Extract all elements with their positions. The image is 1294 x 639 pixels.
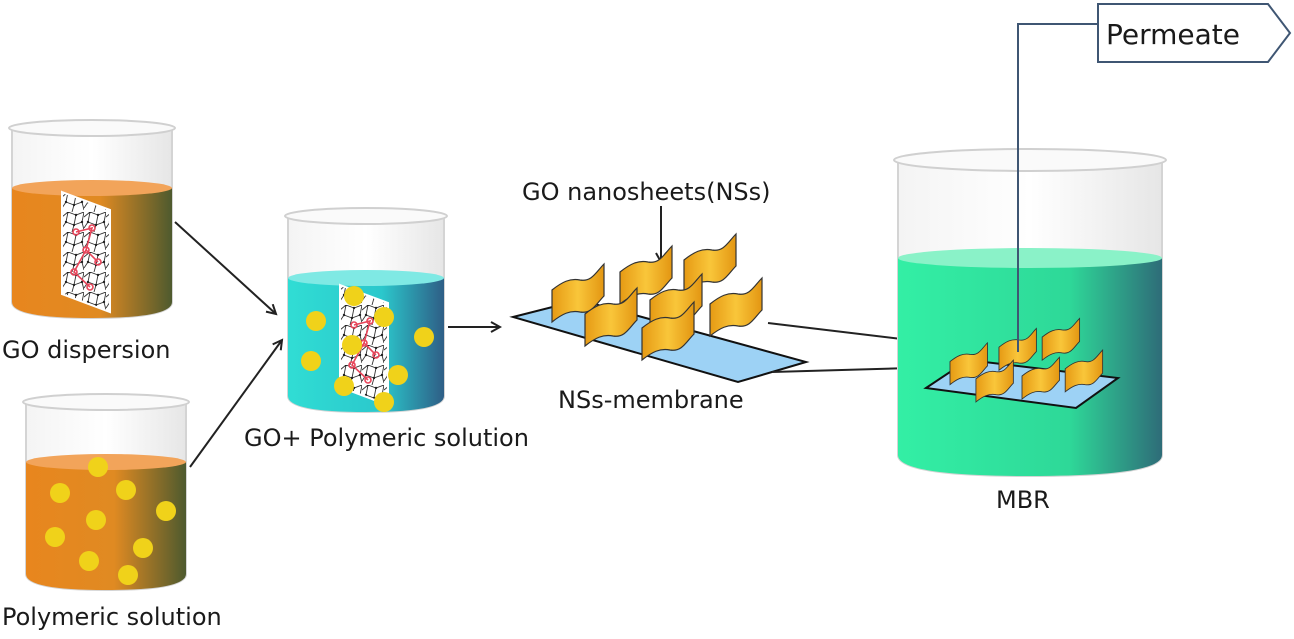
arrow-dispersion-to-mix [174, 221, 276, 314]
label-polymeric-solution: Polymeric solution [2, 603, 222, 631]
permeate-tag [1097, 3, 1292, 63]
permeate-pipe [1017, 23, 1100, 352]
arrow-polymeric-to-mix [189, 340, 282, 468]
beaker-polymeric-solution [22, 393, 190, 592]
go-sheet-icon [61, 191, 111, 313]
polymer-particles [45, 457, 176, 585]
label-permeate: Permeate [1106, 18, 1240, 51]
label-go-polymeric-solution: GO+ Polymeric solution [244, 424, 529, 452]
label-nss-membrane: NSs-membrane [558, 386, 744, 414]
label-go-nanosheets: GO nanosheets(NSs) [522, 178, 771, 206]
beaker-go-dispersion [8, 119, 176, 320]
beaker-go-polymeric [284, 207, 448, 414]
label-go-dispersion: GO dispersion [2, 336, 170, 364]
mixed-particles [301, 286, 434, 412]
label-mbr: MBR [996, 486, 1050, 514]
nss-membrane-graphic [509, 233, 810, 384]
mbr-tank [893, 148, 1167, 478]
